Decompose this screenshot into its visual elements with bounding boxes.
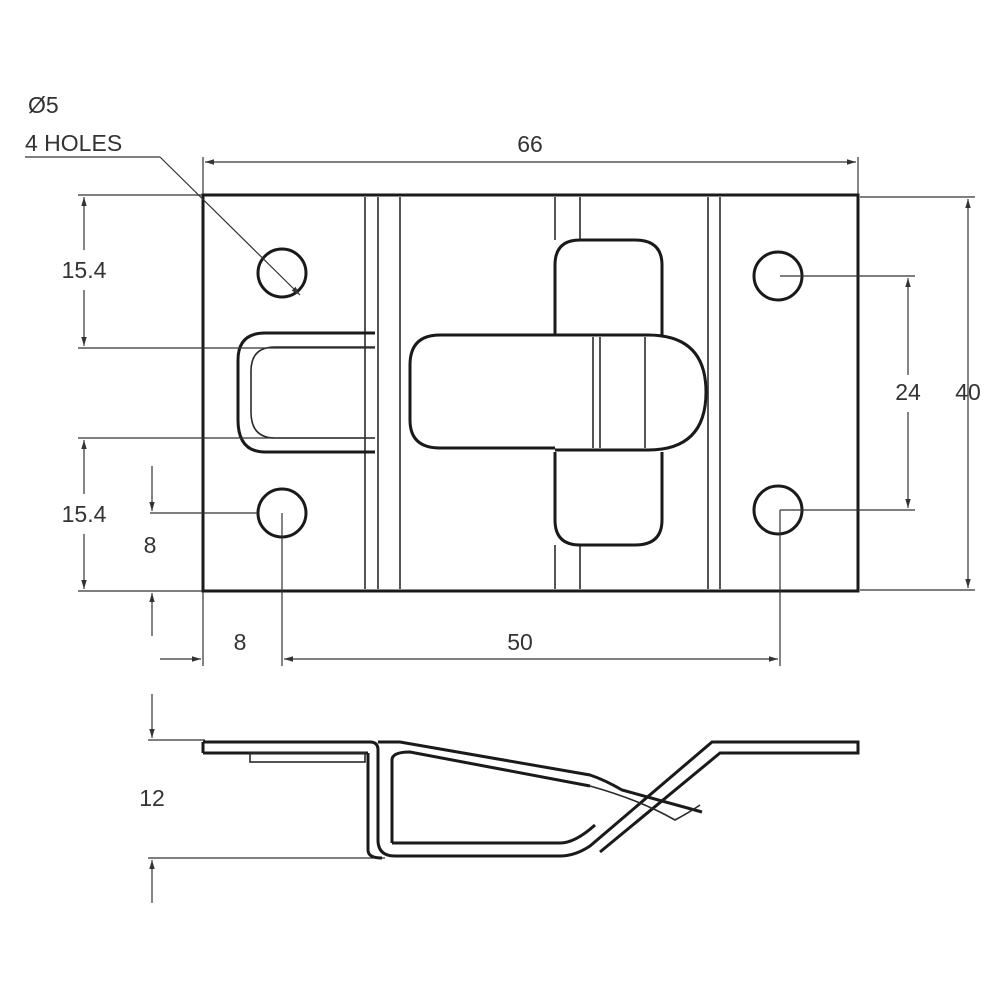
overall-height-label: 40 xyxy=(955,379,981,405)
lower-offset-label: 15.4 xyxy=(62,501,107,527)
upper-offset-label: 15.4 xyxy=(62,257,107,283)
hole-spacing-horizontal-label: 50 xyxy=(507,629,533,655)
plate-outline xyxy=(201,193,860,593)
plate-ribs xyxy=(364,197,721,589)
left-slot xyxy=(236,331,375,454)
mounting-hole-top-left xyxy=(256,247,308,299)
latch-tab xyxy=(408,238,708,547)
hole-count-label: 4 HOLES xyxy=(25,130,122,156)
overall-width-label: 66 xyxy=(517,131,543,157)
side-height-label: 12 xyxy=(139,785,165,811)
side-view xyxy=(201,740,860,860)
hole-diameter-label: Ø5 xyxy=(28,92,59,118)
hole-edge-horizontal-label: 8 xyxy=(234,629,247,655)
plate-top-view xyxy=(201,193,860,593)
dimensions: Ø5 4 HOLES 66 40 24 15.4 15.4 8 xyxy=(25,92,981,903)
hole-edge-vertical-label: 8 xyxy=(144,532,157,558)
hole-spacing-vertical-label: 24 xyxy=(895,379,921,405)
